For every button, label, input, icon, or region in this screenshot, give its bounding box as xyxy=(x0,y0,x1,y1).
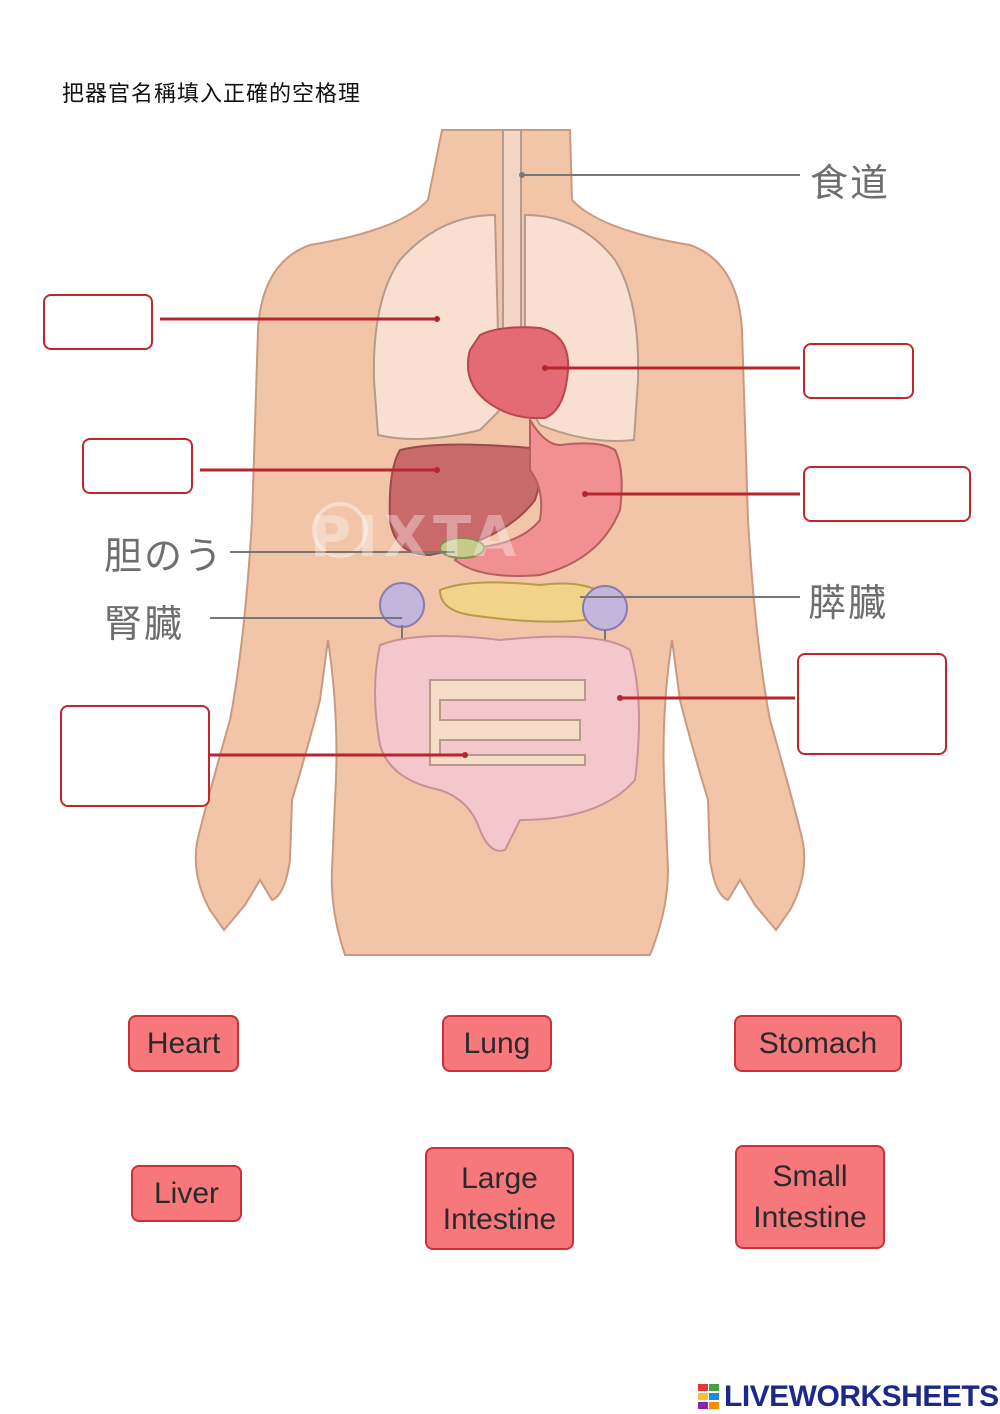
left-lung xyxy=(372,213,502,440)
stomach-organ xyxy=(453,416,623,577)
body-diagram xyxy=(160,129,806,956)
answer-box-stomach[interactable] xyxy=(803,466,971,522)
chip-small-intestine[interactable]: Small Intestine xyxy=(735,1145,885,1249)
answer-box-heart[interactable] xyxy=(803,343,914,399)
instruction-text: 把器官名稱填入正確的空格理 xyxy=(62,82,362,107)
liveworksheets-logo: LIVEWORKSHEETS xyxy=(698,1380,999,1414)
answer-box-liver[interactable] xyxy=(82,438,193,494)
label-kidney: 腎臓 xyxy=(104,602,185,646)
answer-box-small-intestine[interactable] xyxy=(60,705,210,807)
chip-lung[interactable]: Lung xyxy=(442,1015,552,1072)
brand-name: LIVEWORKSHEETS xyxy=(724,1380,999,1413)
liver-organ xyxy=(388,443,542,557)
brand-icon xyxy=(698,1384,720,1410)
heart-organ xyxy=(466,326,570,420)
watermark: PIXTA xyxy=(310,505,523,570)
small-intestine-organ xyxy=(429,679,586,766)
answer-box-large-intestine[interactable] xyxy=(797,653,947,755)
chip-stomach[interactable]: Stomach xyxy=(734,1015,902,1072)
body-silhouette xyxy=(194,129,806,956)
label-gallbladder: 胆のう xyxy=(104,534,225,578)
label-pancreas: 膵臓 xyxy=(808,581,889,625)
esophagus-tube xyxy=(502,129,522,361)
chip-heart[interactable]: Heart xyxy=(128,1015,239,1072)
answer-box-lung[interactable] xyxy=(43,294,153,350)
label-esophagus: 食道 xyxy=(810,161,891,205)
right-kidney xyxy=(582,585,628,631)
chip-large-intestine[interactable]: Large Intestine xyxy=(425,1147,574,1250)
chip-liver[interactable]: Liver xyxy=(131,1165,242,1222)
left-kidney xyxy=(379,582,425,628)
